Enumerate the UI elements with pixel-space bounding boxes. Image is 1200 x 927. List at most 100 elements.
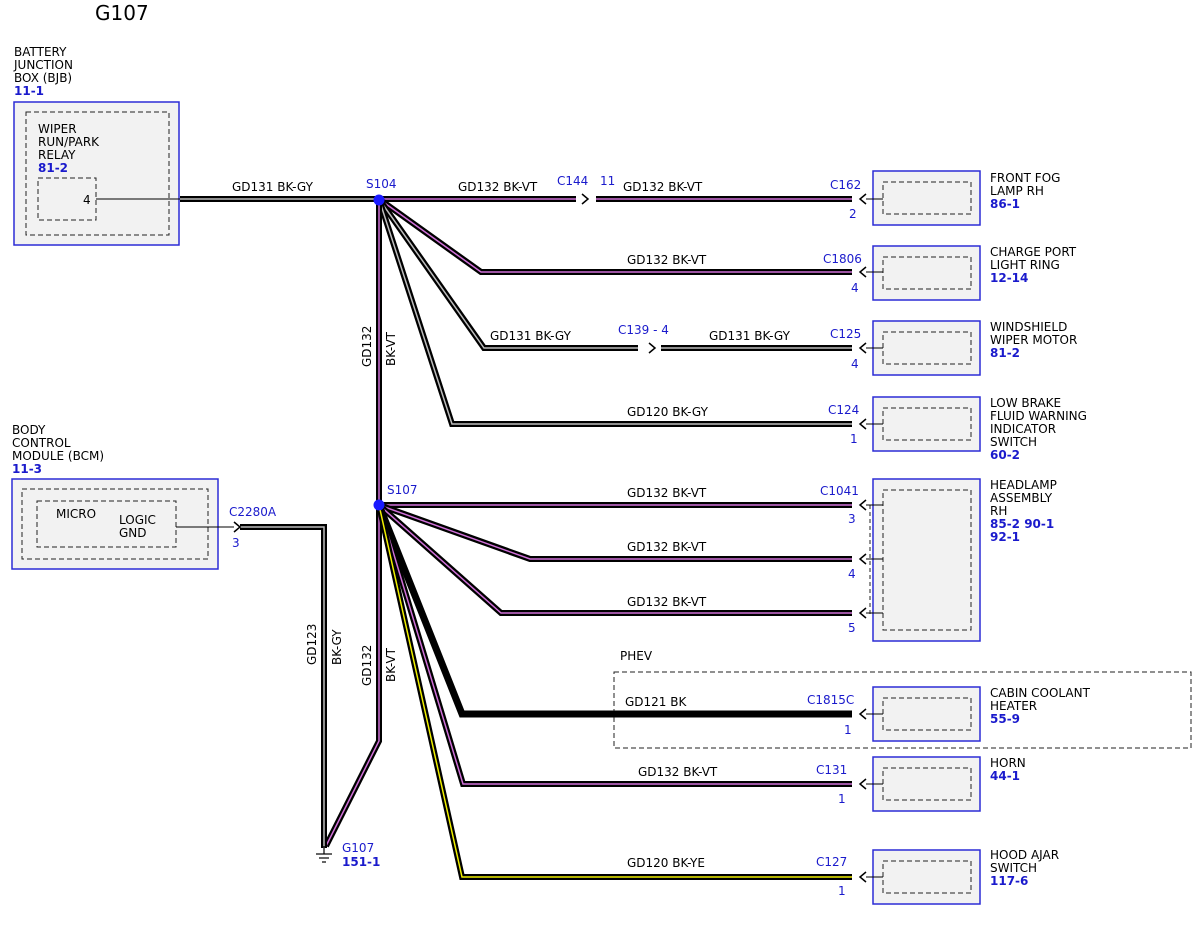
wire-s107-to-c1041-4 <box>377 502 852 562</box>
svg-text:86-1: 86-1 <box>990 197 1020 211</box>
svg-text:INDICATOR: INDICATOR <box>990 422 1056 436</box>
svg-text:FRONT FOG: FRONT FOG <box>990 171 1060 185</box>
svg-text:MODULE (BCM): MODULE (BCM) <box>12 449 104 463</box>
connector-labels: C144 1 1 C162 2 C1806 4 C139 - 4 C125 4 C… <box>557 174 862 898</box>
fog-box <box>872 170 981 226</box>
bcm-label: BODY CONTROL MODULE (BCM) 11-3 <box>12 423 104 476</box>
wire-bcm-to-ground <box>240 524 327 848</box>
relay-label: WIPER RUN/PARK RELAY 81-2 <box>38 122 100 175</box>
svg-text:HEADLAMP: HEADLAMP <box>990 478 1057 492</box>
svg-text:GD120 BK-GY: GD120 BK-GY <box>627 405 709 419</box>
svg-text:LAMP RH: LAMP RH <box>990 184 1044 198</box>
svg-text:5: 5 <box>848 621 856 635</box>
hood-switch-box <box>872 849 981 905</box>
charge-box <box>872 245 981 301</box>
svg-text:C139 - 4: C139 - 4 <box>618 323 669 337</box>
svg-text:12-14: 12-14 <box>990 271 1028 285</box>
wires <box>96 196 852 880</box>
svg-text:GD131 BK-GY: GD131 BK-GY <box>232 180 314 194</box>
wiper-motor-box <box>872 320 981 376</box>
c2280a-pin: 3 <box>232 536 240 550</box>
bcm-micro-label: MICRO <box>56 507 96 521</box>
svg-text:4: 4 <box>851 357 859 371</box>
svg-text:HORN: HORN <box>990 756 1026 770</box>
svg-text:11-3: 11-3 <box>12 462 42 476</box>
svg-text:LIGHT RING: LIGHT RING <box>990 258 1060 272</box>
svg-text:WINDSHIELD: WINDSHIELD <box>990 320 1067 334</box>
svg-text:SWITCH: SWITCH <box>990 435 1037 449</box>
wire-s104-to-c1806 <box>377 196 852 275</box>
splice-s104-label: S104 <box>366 177 397 191</box>
svg-text:4: 4 <box>848 567 856 581</box>
charge-inner <box>882 256 972 290</box>
wire-s104-to-c124 <box>376 198 852 427</box>
wire-s107-to-c127 <box>376 504 852 880</box>
svg-text:55-9: 55-9 <box>990 712 1020 726</box>
svg-text:CONTROL: CONTROL <box>12 436 71 450</box>
headlamp-inner <box>882 489 972 631</box>
coolant-heater-box <box>872 686 981 742</box>
svg-text:C144: C144 <box>557 174 588 188</box>
svg-text:C1815C: C1815C <box>807 693 854 707</box>
phev-label: PHEV <box>620 649 653 663</box>
relay-pin: 4 <box>83 193 91 207</box>
bcm-dashed-box <box>21 488 209 560</box>
svg-text:BATTERY: BATTERY <box>14 45 67 59</box>
svg-text:C1806: C1806 <box>823 252 862 266</box>
svg-text:GD123: GD123 <box>305 624 319 665</box>
svg-text:CHARGE PORT: CHARGE PORT <box>990 245 1077 259</box>
brake-switch-label: LOW BRAKE FLUID WARNING INDICATOR SWITCH… <box>990 396 1087 462</box>
bcm-micro-box <box>36 500 177 548</box>
svg-text:4: 4 <box>851 281 859 295</box>
svg-text:HEATER: HEATER <box>990 699 1037 713</box>
svg-text:C127: C127 <box>816 855 847 869</box>
svg-text:1: 1 <box>838 792 846 806</box>
svg-text:2: 2 <box>849 207 857 221</box>
svg-text:C162: C162 <box>830 178 861 192</box>
svg-text:81-2: 81-2 <box>990 346 1020 360</box>
ground-ref: 151-1 <box>342 855 380 869</box>
svg-text:92-1: 92-1 <box>990 530 1020 544</box>
ground-name: G107 <box>342 841 374 855</box>
svg-text:GD132 BK-VT: GD132 BK-VT <box>627 595 707 609</box>
svg-text:C125: C125 <box>830 327 861 341</box>
svg-text:GD132 BK-VT: GD132 BK-VT <box>638 765 718 779</box>
hood-switch-label: HOOD AJAR SWITCH 117-6 <box>990 848 1059 888</box>
svg-text:WIPER: WIPER <box>38 122 77 136</box>
wire-s107-to-c131 <box>376 504 852 787</box>
svg-text:GD132 BK-VT: GD132 BK-VT <box>627 253 707 267</box>
svg-text:RUN/PARK: RUN/PARK <box>38 135 100 149</box>
svg-text:ASSEMBLY: ASSEMBLY <box>990 491 1053 505</box>
bcm-box <box>11 478 219 570</box>
svg-text:11-1: 11-1 <box>14 84 44 98</box>
svg-text:GD132: GD132 <box>360 645 374 686</box>
svg-text:3: 3 <box>848 512 856 526</box>
svg-text:GD132 BK-VT: GD132 BK-VT <box>623 180 703 194</box>
connector-arrows <box>233 193 883 883</box>
svg-text:SWITCH: SWITCH <box>990 861 1037 875</box>
svg-text:HOOD AJAR: HOOD AJAR <box>990 848 1059 862</box>
svg-text:1: 1 <box>850 432 858 446</box>
svg-text:GD131 BK-GY: GD131 BK-GY <box>709 329 791 343</box>
svg-text:RH: RH <box>990 504 1007 518</box>
svg-text:1: 1 <box>838 884 846 898</box>
svg-text:JUNCTION: JUNCTION <box>13 58 73 72</box>
relay-dashed-box <box>25 111 170 236</box>
svg-text:GD132 BK-VT: GD132 BK-VT <box>627 540 707 554</box>
splice-s104 <box>373 194 385 206</box>
wire-s107-to-ground <box>323 505 382 848</box>
ground-icon <box>316 846 332 863</box>
coolant-heater-label: CABIN COOLANT HEATER 55-9 <box>990 686 1091 726</box>
svg-text:FLUID WARNING: FLUID WARNING <box>990 409 1087 423</box>
svg-text:C124: C124 <box>828 403 859 417</box>
headlamp-label: HEADLAMP ASSEMBLY RH 85-2 90-1 92-1 <box>990 478 1057 544</box>
c2280a-label: C2280A <box>229 505 277 519</box>
splice-s107 <box>373 499 385 511</box>
relay-inner-box <box>37 177 97 221</box>
svg-text:BK-GY: BK-GY <box>330 629 344 665</box>
bcm-logic-label: LOGIC <box>119 513 156 527</box>
svg-text:GD131 BK-GY: GD131 BK-GY <box>490 329 572 343</box>
svg-text:1: 1 <box>844 723 852 737</box>
